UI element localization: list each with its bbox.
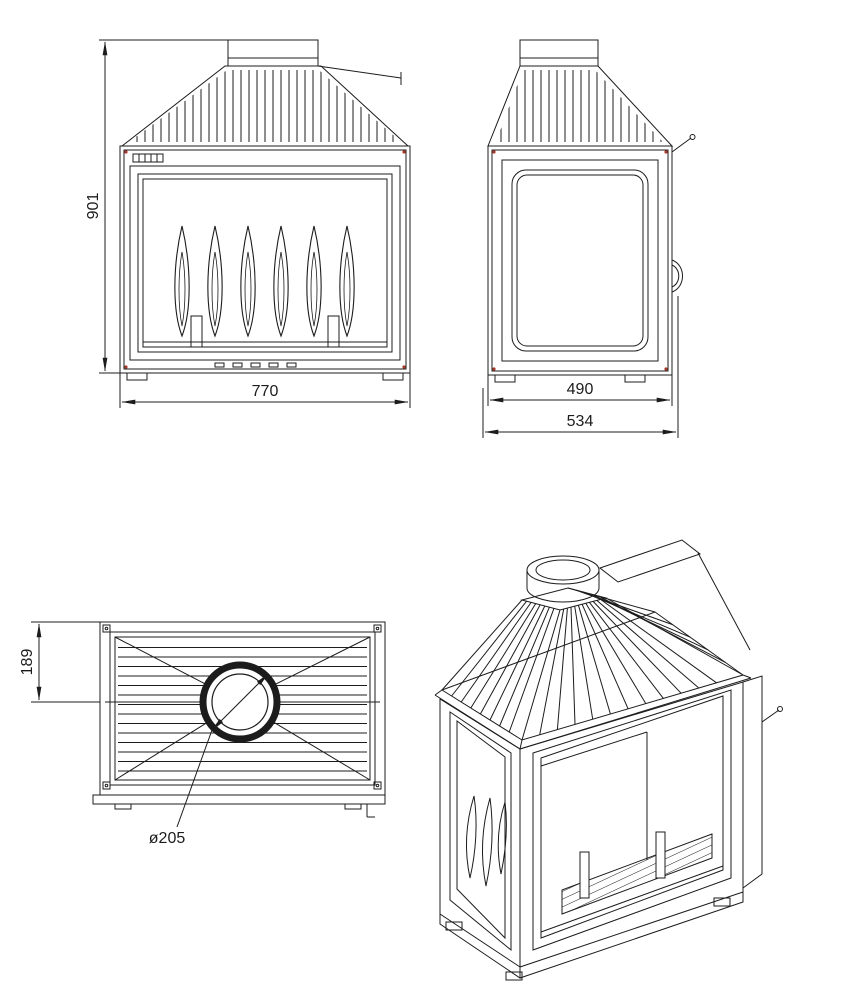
dimension-flue-offset-189: [31, 622, 100, 702]
dim-depth-front: 490: [567, 381, 594, 398]
side-frame: [502, 160, 658, 361]
glass: [143, 179, 387, 347]
dimension-width-770: [120, 373, 410, 408]
foot: [625, 375, 645, 382]
dimension-depth-534: [483, 296, 678, 438]
corner-markers: [492, 150, 668, 371]
corner-screws: [103, 625, 381, 789]
firebox-floor: [541, 866, 723, 932]
foot: [446, 922, 462, 930]
diagonal-braces: [105, 637, 380, 780]
top-view-drawing: 189 ø205: [19, 605, 415, 847]
corner-markers: [124, 150, 406, 369]
dimension-flue-diameter: [177, 673, 269, 827]
hood-base: [442, 612, 743, 740]
hood-fins-back: [576, 590, 726, 662]
support-brace: [600, 540, 700, 582]
foot: [714, 898, 730, 906]
front-glass: [541, 696, 723, 938]
dimension-depth-490: [488, 375, 672, 406]
hood-fins: [496, 70, 663, 142]
body: [120, 146, 410, 373]
andiron-post: [656, 832, 665, 878]
side-view-drawing: 490 534: [465, 28, 705, 468]
foot: [383, 373, 403, 380]
hood-fins: [129, 70, 401, 142]
hood-fins-front: [540, 599, 717, 734]
door-handle: [672, 260, 683, 292]
left-glass: [457, 721, 505, 938]
andiron-post: [328, 316, 339, 347]
dim-depth-total: 534: [567, 413, 594, 430]
door-frame: [130, 166, 400, 360]
rear-column: [743, 676, 762, 888]
vent-grille: [133, 154, 163, 162]
body: [488, 146, 672, 375]
foot: [506, 972, 522, 980]
andiron-post: [191, 316, 202, 347]
front-view-drawing: 901 770: [85, 28, 425, 418]
front-face: [520, 682, 743, 967]
foot: [495, 375, 515, 382]
flue-stub: [520, 40, 598, 66]
dim-flue-offset: 189: [19, 649, 36, 676]
damper-lever: [762, 710, 779, 722]
flue-stub: [228, 40, 318, 66]
dimension-height-901: [99, 40, 228, 373]
damper-rod: [318, 66, 401, 78]
dim-flue-diameter: ø205: [149, 830, 186, 847]
side-glass: [512, 170, 648, 351]
isometric-view-drawing: [410, 522, 810, 982]
left-face: [440, 699, 520, 967]
foot: [127, 373, 147, 380]
base-plate: [93, 795, 385, 804]
damper-lever: [672, 138, 691, 152]
dim-front-width: 770: [252, 383, 279, 400]
dim-front-height: 901: [85, 193, 102, 220]
andiron-post: [580, 852, 589, 898]
hood-fins-left: [452, 601, 554, 732]
